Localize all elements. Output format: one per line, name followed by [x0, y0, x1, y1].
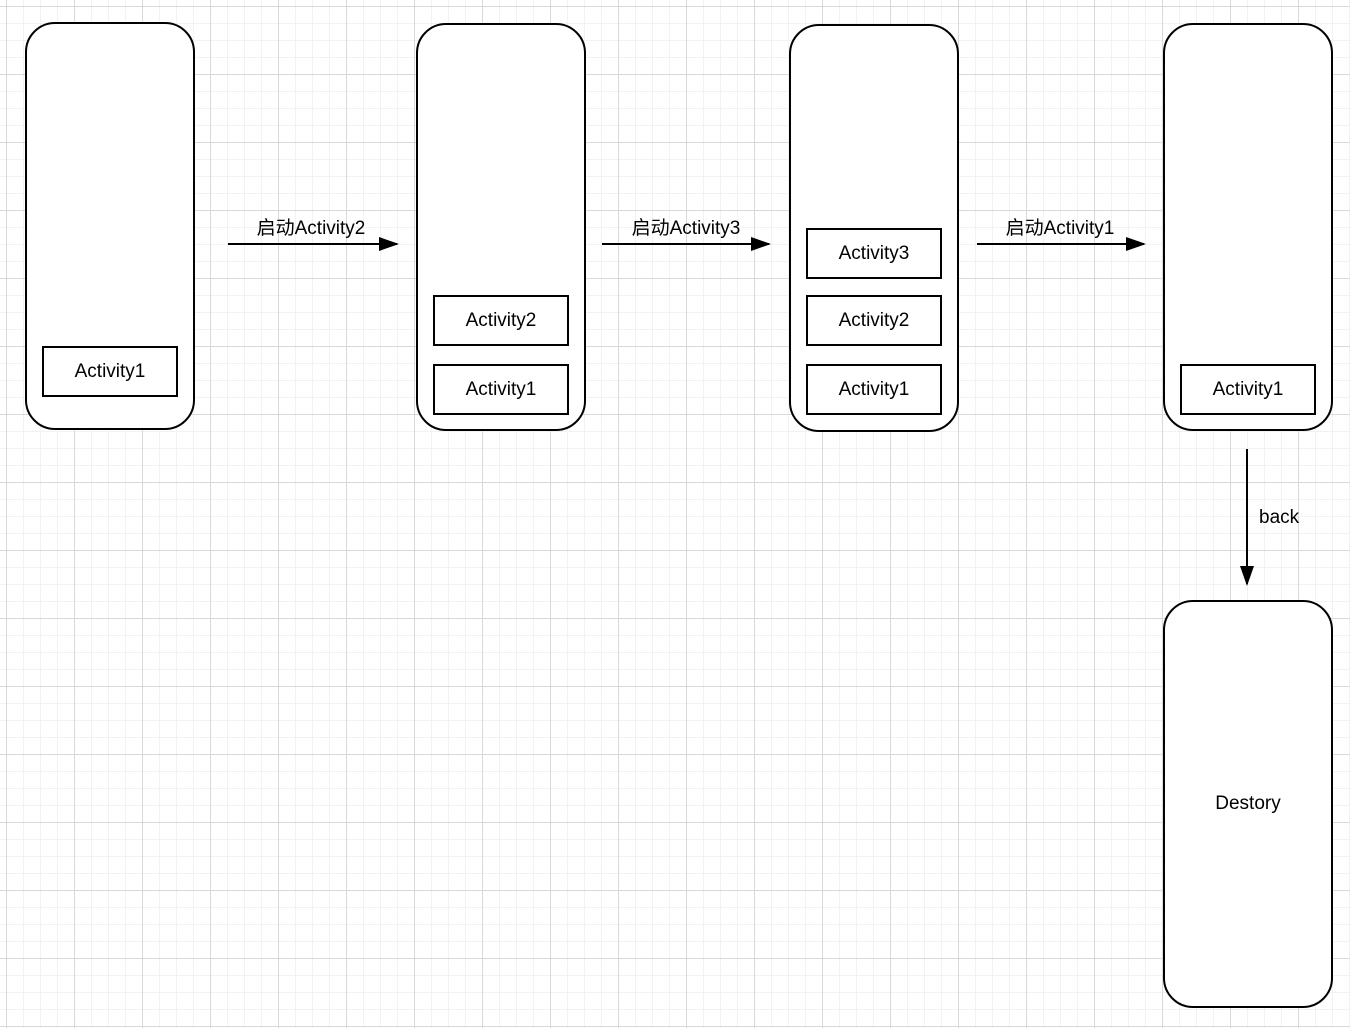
activity-node[interactable]: Activity1 — [42, 346, 178, 397]
edge-label-start-activity1[interactable]: 启动Activity1 — [1005, 218, 1115, 239]
activity-label: Activity2 — [838, 309, 910, 331]
task-stack-4[interactable]: Activity1 — [1163, 23, 1333, 431]
activity-label: Activity2 — [465, 309, 537, 331]
destroyed-label: Destory — [1215, 793, 1281, 814]
activity-node[interactable]: Activity1 — [1180, 364, 1316, 415]
task-stack-1[interactable]: Activity1 — [25, 22, 195, 430]
activity-node[interactable]: Activity1 — [806, 364, 942, 415]
task-stack-2[interactable]: Activity2 Activity1 — [416, 23, 586, 431]
edge-label-start-activity3[interactable]: 启动Activity3 — [631, 218, 741, 239]
task-stack-3[interactable]: Activity3 Activity2 Activity1 — [789, 24, 959, 432]
activity-label: Activity1 — [1212, 378, 1284, 400]
activity-label: Activity1 — [838, 378, 910, 400]
activity-node[interactable]: Activity2 — [806, 295, 942, 346]
edge-label-start-activity2[interactable]: 启动Activity2 — [256, 218, 366, 239]
activity-node[interactable]: Activity1 — [433, 364, 569, 415]
activity-label: Activity1 — [74, 360, 146, 382]
activity-node[interactable]: Activity2 — [433, 295, 569, 346]
activity-label: Activity3 — [838, 242, 910, 264]
activity-node[interactable]: Activity3 — [806, 228, 942, 279]
destroyed-node[interactable]: Destory — [1163, 600, 1333, 1008]
edge-label-back[interactable]: back — [1259, 507, 1300, 528]
activity-label: Activity1 — [465, 378, 537, 400]
